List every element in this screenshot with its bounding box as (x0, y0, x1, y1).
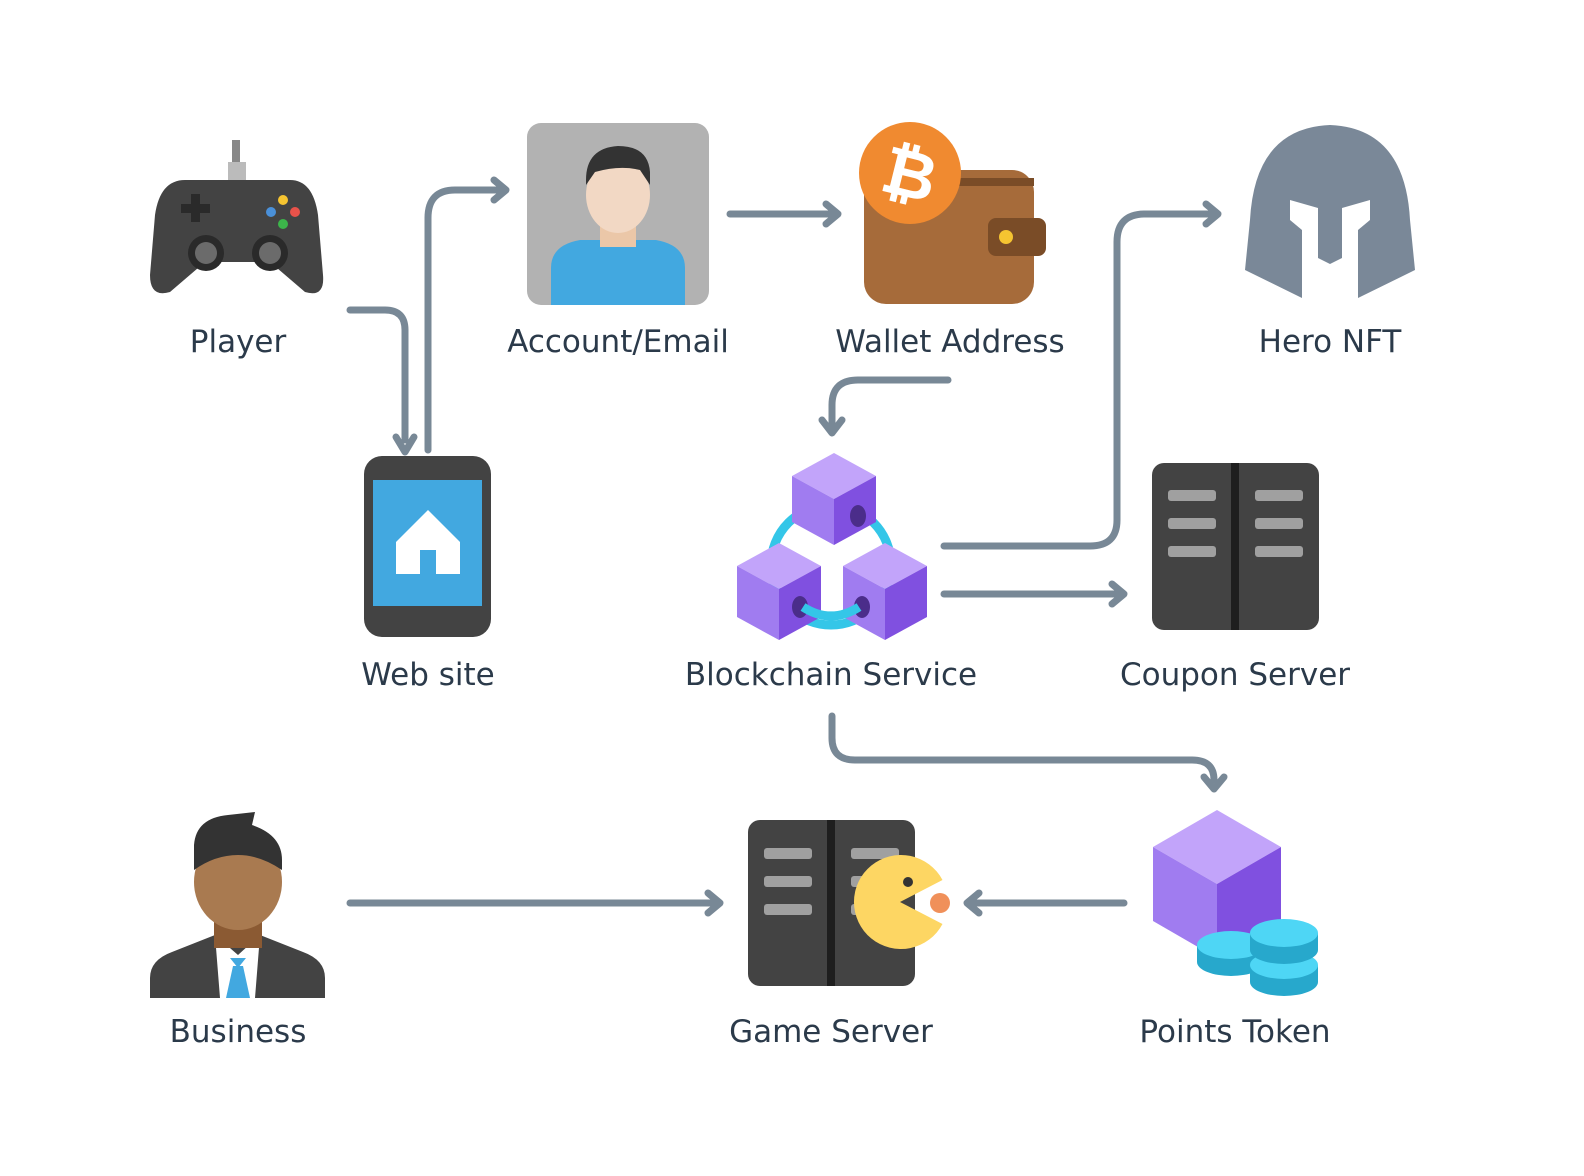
edge-blockchain-to-points-head (1200, 773, 1228, 793)
edge-points-to-gameserver-head (963, 889, 983, 917)
node-points: Points Token (1139, 810, 1331, 1050)
edge-website-to-account-head (490, 176, 510, 204)
edge-blockchain-to-points (828, 712, 1218, 784)
edge-business-to-gameserver-head (704, 889, 724, 917)
edges (346, 176, 1228, 917)
node-label: Blockchain Service (685, 657, 977, 693)
mobile-home-icon (364, 456, 491, 637)
edge-website-to-account (424, 186, 504, 454)
edge-blockchain-to-hero-head (1202, 200, 1222, 228)
node-label: Points Token (1139, 1014, 1330, 1050)
node-account: Account/Email (507, 123, 729, 360)
edge-wallet-to-blockchain (828, 376, 952, 429)
node-hero: Hero NFT (1245, 125, 1415, 360)
node-blockchain: Blockchain Service (685, 453, 977, 693)
node-coupon: Coupon Server (1120, 463, 1350, 693)
pacman-icon (853, 855, 943, 950)
node-label: Coupon Server (1120, 657, 1350, 693)
node-business: Business (150, 812, 325, 1050)
businessman-icon (150, 812, 325, 998)
node-label: Business (170, 1014, 307, 1050)
user-avatar-icon (527, 123, 709, 305)
edge-wallet-to-blockchain-head (818, 416, 846, 437)
bitcoin-wallet-icon: ₿ (859, 122, 1046, 304)
edge-account-to-wallet-head (822, 200, 842, 228)
node-player: Player (150, 140, 324, 360)
game-server-icon (748, 820, 950, 986)
node-label: Game Server (729, 1014, 933, 1050)
token-coins-icon (1153, 810, 1318, 996)
node-label: Account/Email (507, 324, 729, 360)
gamepad-icon (150, 140, 324, 294)
node-wallet: ₿ Wallet Address (835, 122, 1065, 360)
node-label: Hero NFT (1259, 324, 1403, 360)
node-label: Wallet Address (835, 324, 1064, 360)
edge-player-to-website-head (392, 433, 418, 456)
server-icon (1152, 463, 1319, 630)
node-gameserver: Game Server (729, 820, 950, 1050)
edge-blockchain-to-coupon-head (1108, 580, 1128, 608)
spartan-helmet-icon (1245, 125, 1415, 298)
node-label: Player (190, 324, 287, 360)
node-website: Web site (361, 456, 495, 693)
blockchain-cubes-icon (737, 453, 927, 640)
edge-player-to-website (346, 306, 409, 444)
node-label: Web site (361, 657, 494, 693)
edge-blockchain-to-hero (940, 210, 1214, 550)
